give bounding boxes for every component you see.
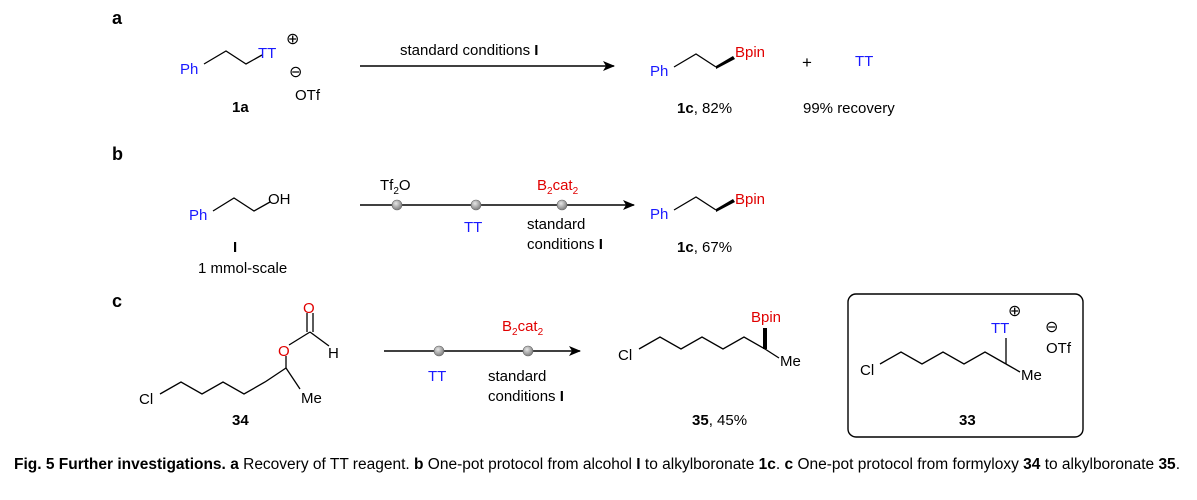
arrow-c-node-1 <box>433 345 445 357</box>
conditions-b-line1: standard <box>527 216 585 233</box>
bpin-label: Bpin <box>735 44 765 61</box>
caption-fig-title: Fig. 5 Further investigations. <box>14 456 226 473</box>
caption-a-label: a <box>230 456 239 473</box>
product-1c-structure-a: Ph Bpin <box>650 44 765 80</box>
reagent-b2cat2-c: B2cat2 <box>502 318 544 338</box>
compound-label-34: 34 <box>232 412 249 429</box>
cl-label: Cl <box>139 391 153 408</box>
compound-1a-structure: Ph TT ⊕ ⊖ OTf <box>180 31 321 104</box>
intermediate-33-box <box>847 293 1084 438</box>
conditions-b-line2: conditions I <box>527 236 603 253</box>
caption-b-text2: to alkylboronate <box>640 456 759 473</box>
arrow-a-conditions: standard conditions I <box>400 42 538 59</box>
me-label: Me <box>780 353 801 370</box>
tt-label-c: TT <box>428 368 446 385</box>
plus-charge: ⊕ <box>1008 303 1021 320</box>
bond-chain <box>212 197 271 212</box>
reagent-tf2o: Tf2O <box>380 177 411 197</box>
caption-c-text2: to alkylboronate <box>1040 456 1159 473</box>
arrow-c-node-2 <box>522 345 534 357</box>
plus-sign: + <box>802 53 812 72</box>
conditions-c-line1: standard <box>488 368 546 385</box>
formate-34-structure: Cl O O H Me <box>139 300 339 408</box>
intermediate-33-structure: Cl TT ⊕ ⊖ OTf Me <box>860 303 1072 384</box>
cl-label: Cl <box>618 347 632 364</box>
ph-label: Ph <box>180 61 198 78</box>
bpin-label: Bpin <box>735 191 765 208</box>
tt-label: TT <box>991 320 1009 337</box>
cl-label: Cl <box>860 362 874 379</box>
caption-c-start: 34 <box>1023 456 1041 473</box>
o-carbonyl-label: O <box>303 300 315 317</box>
wedge-bond <box>763 328 767 349</box>
me-label: Me <box>1021 367 1042 384</box>
tt-label: TT <box>258 45 276 62</box>
compound-label-33: 33 <box>959 412 976 429</box>
alcohol-I-structure: Ph OH <box>189 191 291 224</box>
minus-charge: ⊖ <box>289 64 302 81</box>
caption-c-text: One-pot protocol from formyloxy <box>793 456 1024 473</box>
reaction-scheme: a Ph TT ⊕ ⊖ OTf 1a standard conditions I… <box>112 8 1084 438</box>
bond-me <box>1005 363 1021 373</box>
caption-b-label: b <box>414 456 424 473</box>
byproduct-tt: TT <box>855 53 873 70</box>
reagent-b2cat2-b: B2cat2 <box>537 177 579 197</box>
arrow-b-node-3 <box>556 199 568 211</box>
bond-chain <box>159 367 287 395</box>
conditions-c-line2: conditions I <box>488 388 564 405</box>
compound-label-I: I <box>233 239 237 256</box>
bond-chain <box>673 53 717 68</box>
caption-b-text: One-pot protocol from alcohol <box>423 456 637 473</box>
arrow-b-node-2 <box>470 199 482 211</box>
bond-o-c <box>288 331 311 346</box>
scale-text: 1 mmol-scale <box>198 260 287 277</box>
plus-charge: ⊕ <box>286 31 299 48</box>
product-label-35: 35, 45% <box>692 412 747 429</box>
bond-chain <box>638 336 766 350</box>
caption-b-alcohol: I <box>636 456 641 473</box>
bond-me <box>285 367 301 390</box>
minus-charge: ⊖ <box>1045 319 1058 336</box>
wedge-bond <box>716 199 735 212</box>
product-label-1c-a: 1c, 82% <box>677 100 732 117</box>
wedge-bond <box>716 56 735 69</box>
caption-b-end: . <box>775 456 785 473</box>
compound-label-1a: 1a <box>232 99 249 116</box>
bpin-label: Bpin <box>751 309 781 326</box>
caption-c-product: 35 <box>1158 456 1176 473</box>
caption-c-end: . <box>1175 456 1180 473</box>
panel-c-label: c <box>112 291 122 311</box>
panel-b-label: b <box>112 144 123 164</box>
o-ester-label: O <box>278 343 290 360</box>
caption-c-label: c <box>784 456 794 473</box>
caption-b-product: 1c <box>758 456 776 473</box>
figure-caption: Fig. 5 Further investigations. a Recover… <box>14 455 1189 475</box>
ph-label: Ph <box>650 206 668 223</box>
ph-label: Ph <box>650 63 668 80</box>
product-35-structure: Cl Bpin Me <box>618 309 801 370</box>
otf-label: OTf <box>295 87 321 104</box>
ph-label: Ph <box>189 207 207 224</box>
bond-c-h <box>309 331 330 347</box>
product-label-1c-b: 1c, 67% <box>677 239 732 256</box>
bond-chain <box>203 50 263 65</box>
oh-label: OH <box>268 191 291 208</box>
otf-label: OTf <box>1046 340 1072 357</box>
bond-chain <box>673 196 717 211</box>
me-label: Me <box>301 390 322 407</box>
bond-chain <box>879 351 1007 365</box>
tt-label-b: TT <box>464 219 482 236</box>
bond-me <box>764 348 780 359</box>
h-label: H <box>328 345 339 362</box>
product-1c-structure-b: Ph Bpin <box>650 191 765 223</box>
recovery-text: 99% recovery <box>803 100 895 117</box>
arrow-b-node-1 <box>391 199 403 211</box>
panel-a-label: a <box>112 8 123 28</box>
caption-a-text: Recovery of TT reagent. <box>238 456 414 473</box>
